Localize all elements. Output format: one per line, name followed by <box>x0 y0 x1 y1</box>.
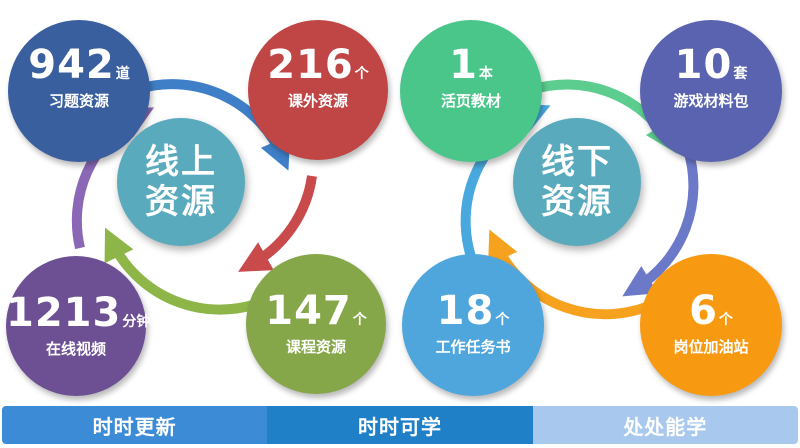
online-resources-group: 942道 习题资源 216个 课外资源 147个 课程资源 1213分钟 在线视… <box>0 0 400 400</box>
center-title-line2: 资源 <box>541 182 613 222</box>
stat-unit: 个 <box>495 312 510 328</box>
stat-circle-exercises: 942道 习题资源 <box>8 20 150 162</box>
stat-unit: 个 <box>718 312 733 328</box>
slogan-learn-anytime: 时时可学 <box>267 406 533 444</box>
stat-circle-video: 1213分钟 在线视频 <box>6 256 150 396</box>
stat-circle-game-kits: 10套 游戏材料包 <box>640 20 782 162</box>
slogan-bar: 时时更新 时时可学 处处能学 <box>2 406 798 444</box>
stat-unit: 个 <box>354 66 369 82</box>
stat-label: 课外资源 <box>287 92 348 110</box>
stat-number: 942 <box>28 42 115 88</box>
stat-circle-extracurricular: 216个 课外资源 <box>248 20 388 160</box>
slogan-always-updated: 时时更新 <box>2 406 268 444</box>
stat-circle-task-book: 18个 工作任务书 <box>402 254 544 396</box>
stat-circle-workbook: 1本 活页教材 <box>400 20 542 162</box>
stat-number: 216 <box>267 42 354 88</box>
stat-unit: 分钟 <box>122 314 151 330</box>
stat-label: 工作任务书 <box>435 338 511 356</box>
stat-number: 10 <box>674 42 733 88</box>
stat-label: 习题资源 <box>48 92 109 110</box>
stat-number: 6 <box>689 288 718 334</box>
stat-number: 1 <box>449 42 478 88</box>
arrow-right <box>238 175 317 272</box>
offline-center-circle: 线下 资源 <box>513 118 641 246</box>
stat-unit: 个 <box>352 312 367 328</box>
stat-label: 在线视频 <box>45 340 106 358</box>
arrow-right <box>622 148 699 297</box>
center-title-line2: 资源 <box>145 182 217 222</box>
stat-label: 游戏材料包 <box>673 92 749 110</box>
stat-unit: 套 <box>733 66 748 82</box>
stat-label: 岗位加油站 <box>673 338 749 356</box>
center-title-line1: 线上 <box>145 142 217 182</box>
slogan-learn-anywhere: 处处能学 <box>532 406 798 444</box>
arrow-bottom <box>104 227 264 315</box>
stat-number: 18 <box>436 288 495 334</box>
stat-unit: 本 <box>478 66 493 82</box>
center-title-line1: 线下 <box>541 142 613 182</box>
stat-circle-course: 147个 课程资源 <box>246 254 386 394</box>
stat-circle-job-station: 6个 岗位加油站 <box>640 254 782 396</box>
stat-unit: 道 <box>115 66 130 82</box>
offline-resources-group: 1本 活页教材 10套 游戏材料包 6个 岗位加油站 18个 工作任务书 线下 … <box>396 0 796 400</box>
online-center-circle: 线上 资源 <box>117 118 245 246</box>
stat-number: 1213 <box>6 290 122 336</box>
stat-label: 活页教材 <box>440 92 501 110</box>
stat-label: 课程资源 <box>285 338 346 356</box>
stat-number: 147 <box>265 288 352 334</box>
